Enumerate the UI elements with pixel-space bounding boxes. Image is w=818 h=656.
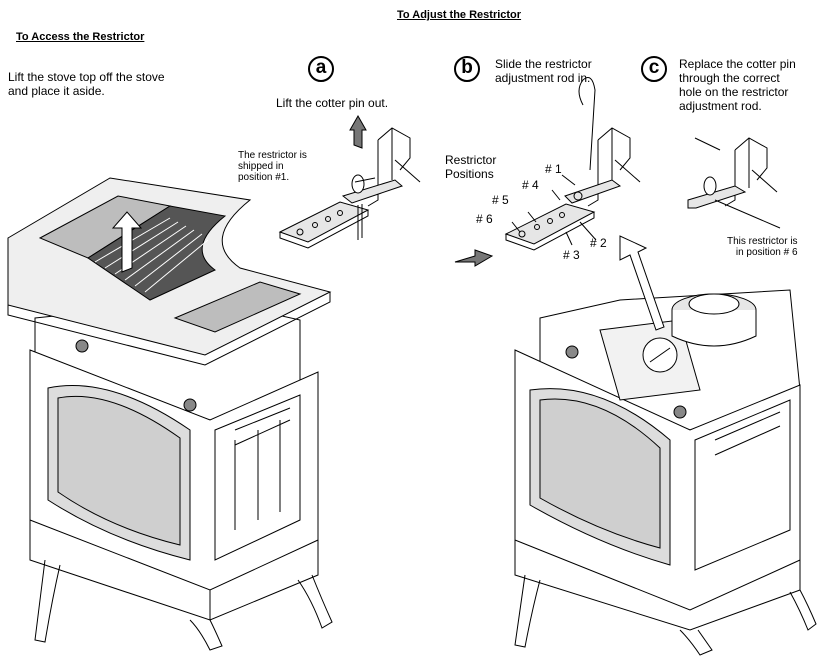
step-c-badge: c	[641, 56, 667, 82]
step-b-text: Slide the restrictor adjustment rod in.	[495, 57, 592, 85]
step-c-text: Replace the cotter pin through the corre…	[679, 57, 796, 113]
adjust-heading: To Adjust the Restrictor	[397, 9, 522, 21]
shipped-note: The restrictor is shipped in position #1…	[238, 150, 307, 183]
assembly-b	[454, 77, 641, 267]
position-label-4: # 4	[522, 178, 539, 192]
position-label-5: # 5	[492, 193, 509, 207]
access-heading: To Access the Restrictor	[16, 31, 145, 43]
position-label-3: # 3	[563, 248, 580, 262]
assembly-a	[278, 114, 421, 249]
access-instructions: Lift the stove top off the stove and pla…	[8, 70, 165, 98]
assembly-c	[687, 137, 781, 229]
left-stove-top	[7, 177, 332, 366]
left-stove	[29, 299, 333, 651]
position-label-1: # 1	[545, 162, 562, 176]
position-label-2: # 2	[590, 236, 607, 250]
positions-label: Restrictor Positions	[445, 153, 497, 181]
position-6-note: This restrictor is in position # 6	[727, 236, 798, 258]
position-label-6: # 6	[476, 212, 493, 226]
step-b-badge: b	[454, 56, 480, 82]
right-stove	[514, 235, 817, 656]
step-a-badge: a	[308, 56, 334, 82]
step-a-text: Lift the cotter pin out.	[276, 96, 389, 110]
